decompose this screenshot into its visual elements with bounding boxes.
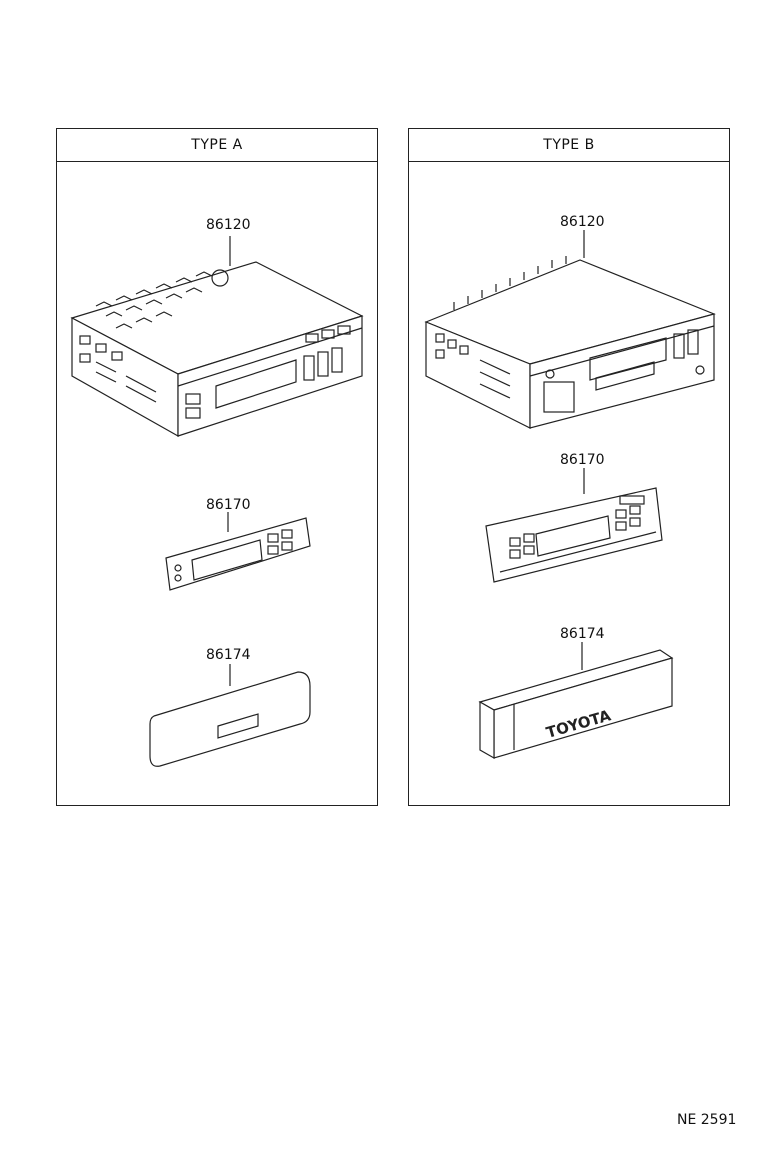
part-number-label: 86170: [206, 497, 251, 513]
part-number-label: 86170: [560, 452, 605, 468]
part-number-label: 86120: [206, 217, 251, 233]
face-panel-icon: [165, 512, 311, 591]
type-a-panel: TYPE A: [56, 128, 378, 806]
part-number-label: 86174: [206, 647, 251, 663]
panel-title: TYPE B: [409, 129, 729, 162]
panel-case-icon: [149, 664, 311, 767]
part-number-label: 86174: [560, 626, 605, 642]
radio-cassette-receiver-icon: [424, 230, 716, 429]
radio-receiver-icon: [70, 236, 364, 438]
panel-case-icon: TOYOTA: [478, 642, 674, 760]
diagram-reference-code: NE 2591: [677, 1112, 737, 1128]
face-panel-icon: [485, 468, 663, 583]
part-number-label: 86120: [560, 214, 605, 230]
panel-title: TYPE A: [57, 129, 377, 162]
